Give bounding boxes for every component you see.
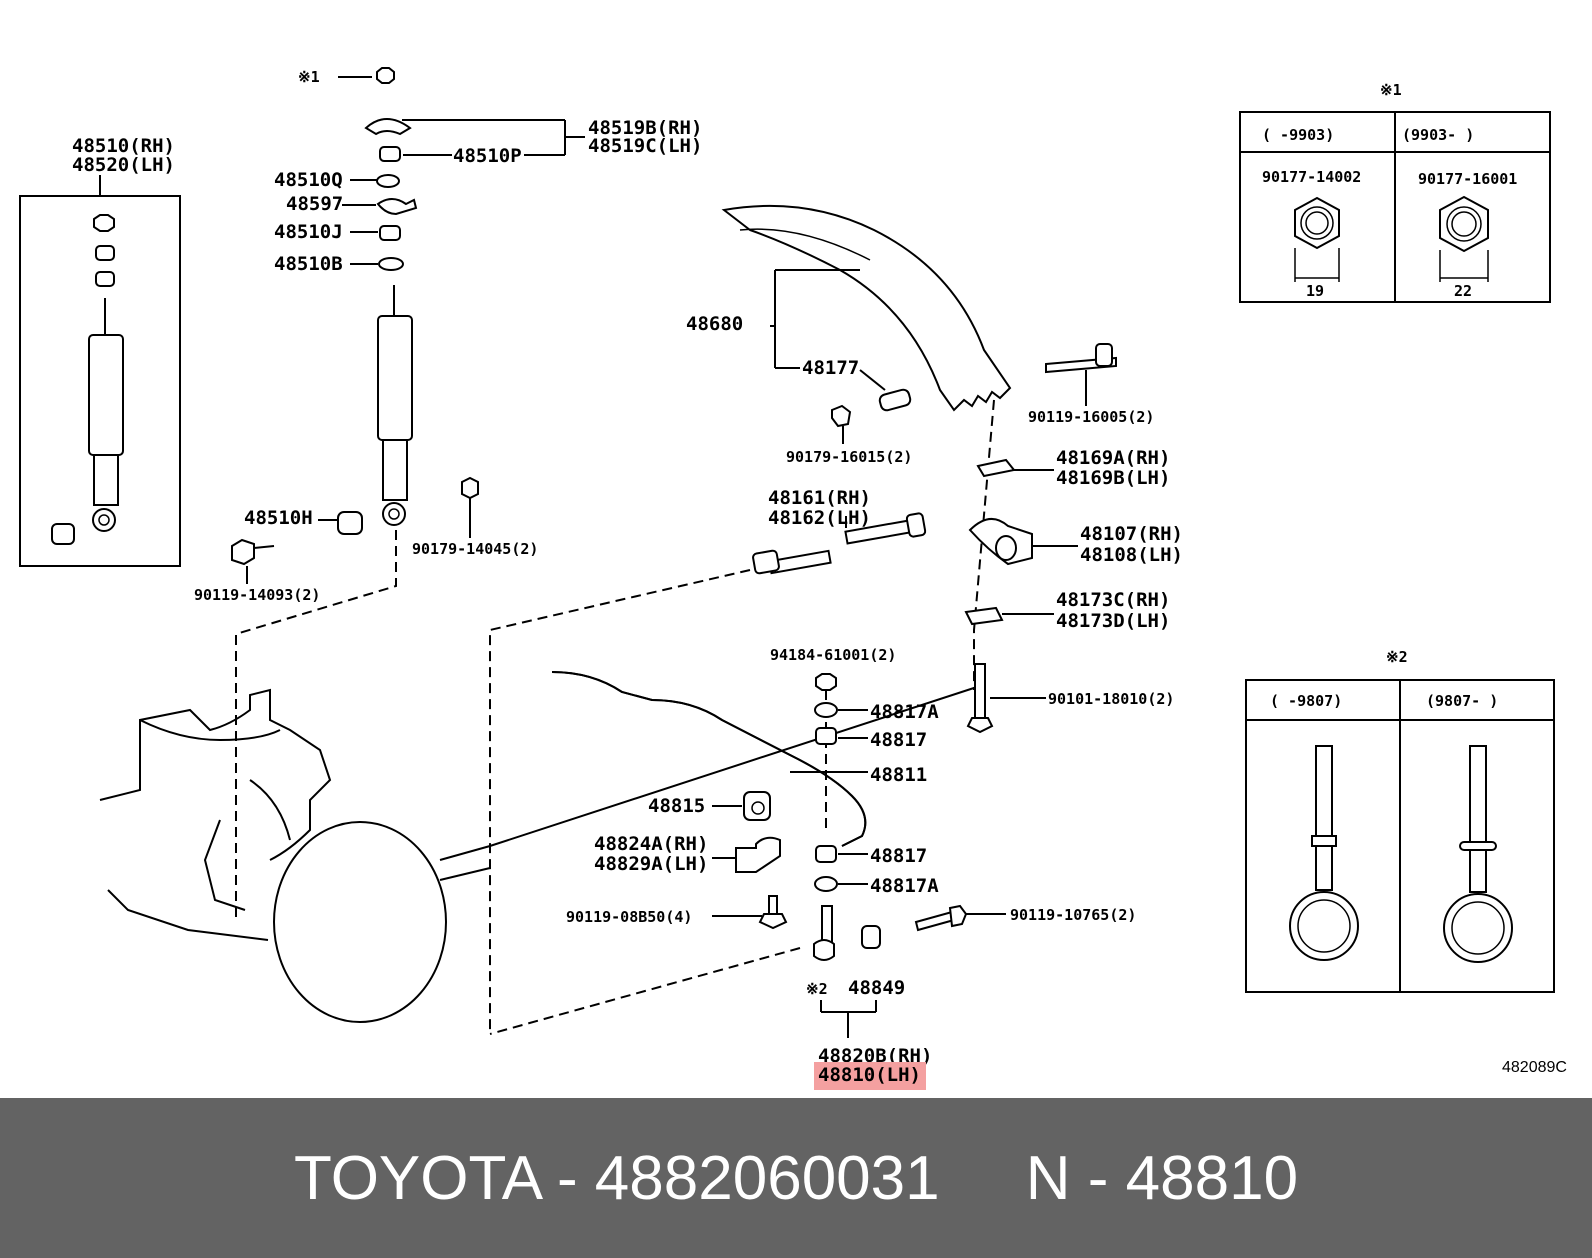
label-48107-rh[interactable]: 48107(RH): [1080, 523, 1183, 545]
label-48829a-lh[interactable]: 48829A(LH): [594, 853, 708, 875]
label-90119-16005[interactable]: 90119-16005(2): [1028, 408, 1154, 426]
upper-mount-stack: ※1 48519B(RH) 48519C(LH) 48510P 48510Q 4…: [274, 67, 702, 275]
label-48510q[interactable]: 48510Q: [274, 169, 343, 191]
shock-absorber-box: 48510(RH) 48520(LH): [19, 135, 181, 567]
footer-brand-part-number: TOYOTA - 4882060031: [293, 1143, 940, 1213]
part-number-footer: TOYOTA - 4882060031 N - 48810: [0, 1098, 1592, 1258]
inset1-col1-size: 19: [1306, 282, 1324, 300]
label-48680[interactable]: 48680: [686, 313, 743, 335]
label-48108-lh[interactable]: 48108(LH): [1080, 544, 1183, 566]
label-48173c-rh[interactable]: 48173C(RH): [1056, 589, 1170, 611]
inset1-col2-part[interactable]: 90177-16001: [1418, 170, 1517, 188]
label-48510b[interactable]: 48510B: [274, 253, 343, 275]
label-94184-61001[interactable]: 94184-61001(2): [770, 646, 896, 664]
inset2-note: ※2: [1386, 648, 1408, 666]
note1-nut-label: ※1: [298, 68, 320, 86]
inset-link-variants: ※2 ( -9807) (9807- ): [1245, 648, 1555, 993]
label-48177[interactable]: 48177: [802, 357, 859, 379]
label-48169b-lh[interactable]: 48169B(LH): [1056, 467, 1170, 489]
label-48519b-rh[interactable]: 48519B(RH): [588, 117, 702, 139]
inset1-col2-size: 22: [1454, 282, 1472, 300]
label-48817-bot[interactable]: 48817: [870, 845, 927, 867]
label-48849[interactable]: 48849: [848, 977, 905, 999]
label-90101-18010[interactable]: 90101-18010(2): [1048, 690, 1174, 708]
label-48520-lh[interactable]: 48520(LH): [72, 154, 175, 176]
right-bracket-parts: 48169A(RH) 48169B(LH) 48107(RH) 48108(LH…: [964, 399, 1183, 734]
note2-link-label: ※2: [806, 980, 828, 998]
label-90119-08b50[interactable]: 90119-08B50(4): [566, 908, 692, 926]
inset1-col1-part[interactable]: 90177-14002: [1262, 168, 1361, 186]
stabilizer-bushing: 48161(RH) 48162(LH): [489, 487, 927, 1034]
label-48161-rh[interactable]: 48161(RH): [768, 487, 871, 509]
center-shock-absorber: 48510H 90179-14045(2) 90119-14093(2): [194, 285, 538, 922]
label-48510h[interactable]: 48510H: [244, 507, 313, 529]
inset2-col1-range: ( -9807): [1270, 692, 1342, 710]
crossmember-bracket: 48680 48177 90179-16015(2) 90119-16005(2…: [686, 204, 1154, 466]
label-90119-10765[interactable]: 90119-10765(2): [1010, 906, 1136, 924]
footer-alt-part-number: N - 48810: [1025, 1143, 1299, 1213]
label-48510j[interactable]: 48510J: [274, 221, 343, 243]
label-48817a-top[interactable]: 48817A: [870, 701, 939, 723]
label-48817a-bot[interactable]: 48817A: [870, 875, 939, 897]
inset1-col1-range: ( -9903): [1262, 126, 1334, 144]
diagram-reference-code: 482089C: [1502, 1059, 1567, 1076]
footer-spacer: [940, 1143, 1026, 1214]
label-48169a-rh[interactable]: 48169A(RH): [1056, 447, 1170, 469]
label-48510-rh[interactable]: 48510(RH): [72, 135, 175, 157]
label-48597[interactable]: 48597: [286, 193, 343, 215]
inset2-col2-range: (9807- ): [1426, 692, 1498, 710]
label-48820b-rh[interactable]: 48820B(RH): [818, 1045, 932, 1067]
inset1-note: ※1: [1380, 81, 1402, 99]
inset-nut-table: ※1 ( -9903) (9903- ) 90177-14002 90177-1…: [1239, 81, 1551, 303]
label-48824a-rh[interactable]: 48824A(RH): [594, 833, 708, 855]
label-90179-16015[interactable]: 90179-16015(2): [786, 448, 912, 466]
label-48810-lh[interactable]: 48810(LH): [818, 1064, 921, 1086]
label-48519c-lh[interactable]: 48519C(LH): [588, 135, 702, 157]
label-48815[interactable]: 48815: [648, 795, 705, 817]
label-48817-top[interactable]: 48817: [870, 729, 927, 751]
inset1-col2-range: (9903- ): [1402, 126, 1474, 144]
label-48811[interactable]: 48811: [870, 764, 927, 786]
stabilizer-bar: 48811: [551, 671, 927, 847]
label-90179-14045[interactable]: 90179-14045(2): [412, 540, 538, 558]
link-stack: 94184-61001(2) 48817A 48817 48817 48817A…: [489, 646, 1136, 1090]
label-48510p[interactable]: 48510P: [453, 145, 522, 167]
label-48162-lh[interactable]: 48162(LH): [768, 507, 871, 529]
highlight-48810: [814, 1062, 926, 1090]
label-90119-14093[interactable]: 90119-14093(2): [194, 586, 320, 604]
label-48173d-lh[interactable]: 48173D(LH): [1056, 610, 1170, 632]
parts-diagram: 48510(RH) 48520(LH) ※1 48519B(RH) 48519C…: [19, 67, 1567, 1090]
